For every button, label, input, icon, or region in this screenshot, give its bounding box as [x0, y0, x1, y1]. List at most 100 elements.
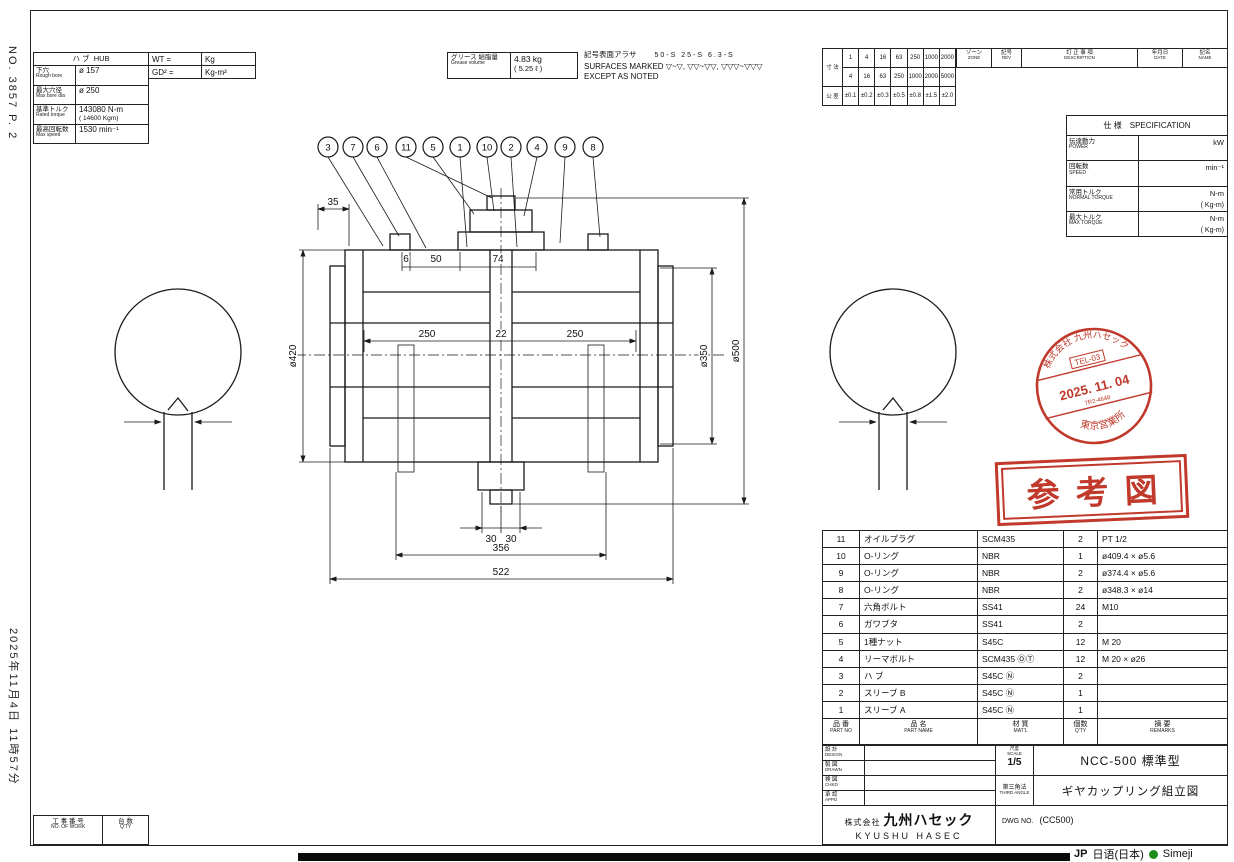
tolerance-cell: 16 — [874, 49, 890, 67]
balloon-4: 4 — [526, 136, 548, 158]
hub-row-value: ø 157 — [79, 66, 100, 75]
parts-row: 7 六角ボルト SS41 24 M10 — [823, 598, 1227, 616]
spec-row-units: kW — [1213, 138, 1224, 147]
coupling-section-view — [329, 195, 674, 505]
balloon-2: 2 — [500, 136, 522, 158]
tolerance-cell: 63 — [890, 49, 906, 67]
company-name: 九州ハセック — [883, 811, 974, 828]
balloon-10: 10 — [476, 136, 498, 158]
surface-note-line2: SURFACES MARKED ▽~▽, ▽▽~▽▽, ▽▽▽~▽▽▽ — [584, 62, 763, 71]
reference-stamp: 参考図 — [994, 453, 1190, 527]
part-qty: 2 — [1063, 582, 1097, 599]
parts-row: 6 ガワブタ SS41 2 — [823, 615, 1227, 633]
hub-row-value: 143080 N-m( 14600 Kgm) — [79, 105, 124, 122]
balloon-3: 3 — [317, 136, 339, 158]
date-stamp: 株式会社 九州ハセック TEL-03 2025. 11. 04 7R2-4648… — [1035, 320, 1153, 445]
balloon-7: 7 — [342, 136, 364, 158]
tolerance-cell: 1 — [848, 55, 853, 61]
part-material: SS41 — [977, 599, 1063, 616]
part-name: スリーブ A — [859, 701, 977, 719]
tolerance-cell: 4 — [848, 74, 853, 80]
balloon-callouts: 3 7 6 11 5 1 10 2 4 9 8 — [317, 136, 604, 249]
tolerance-cell: ±1.5 — [922, 87, 939, 105]
tolerance-cell: 2000 — [922, 68, 939, 86]
part-remarks — [1097, 701, 1227, 719]
svg-text:ø500: ø500 — [731, 339, 742, 362]
part-material: S45C — [977, 633, 1063, 650]
part-qty: 24 — [1063, 599, 1097, 616]
tolerance-cell: 63 — [874, 68, 890, 86]
svg-text:522: 522 — [493, 567, 510, 578]
balloon-11: 11 — [395, 136, 417, 158]
part-qty: 12 — [1063, 650, 1097, 667]
ime-bar[interactable]: JP 日语(日本) Simeji — [1074, 847, 1193, 861]
part-number: 5 — [838, 636, 844, 647]
company-name-en: KYUSHU HASEC — [855, 830, 963, 841]
tolerance-cell: 1000 — [906, 68, 923, 86]
svg-text:3: 3 — [325, 143, 330, 154]
part-number: 3 — [838, 670, 844, 681]
parts-row: 11 オイルプラグ SCM435 2 PT 1/2 — [823, 531, 1227, 548]
part-material: S45C Ⓝ — [977, 684, 1063, 701]
spec-row-units: min⁻¹ — [1205, 163, 1224, 173]
part-material: SCM435 ⓄⓉ — [977, 650, 1063, 667]
parts-row: 5 1種ナット S45C 12 M 20 — [823, 632, 1227, 650]
grease-value: 4.83 kg( 5.25 ℓ ) — [510, 53, 577, 78]
svg-text:30: 30 — [485, 534, 497, 545]
left-end-view — [114, 288, 242, 490]
svg-text:4: 4 — [534, 143, 539, 154]
part-qty: 2 — [1063, 616, 1097, 633]
parts-row: 1 スリーブ A S45C Ⓝ 1 — [823, 700, 1227, 719]
tolerance-cell: 4 — [858, 49, 874, 67]
part-material: NBR — [977, 582, 1063, 599]
svg-text:1: 1 — [457, 143, 462, 154]
part-name: オイルプラグ — [859, 531, 977, 548]
hub-row-value: ø 250 — [79, 85, 100, 95]
parts-table: 11 オイルプラグ SCM435 2 PT 1/2 10 O-リング NBR 1… — [822, 530, 1228, 745]
balloon-6: 6 — [366, 136, 388, 158]
part-remarks: ø374.4 × ø5.6 — [1097, 565, 1227, 582]
margin-doc-number: NO. 3857 P. 2 — [6, 46, 18, 141]
svg-text:8: 8 — [590, 143, 595, 154]
wt-unit: Kg — [201, 53, 255, 65]
signature-space — [865, 791, 995, 805]
ime-app-name[interactable]: Simeji — [1162, 848, 1193, 860]
part-name: 1種ナット — [859, 633, 977, 650]
part-material: SCM435 — [977, 531, 1063, 548]
stamp-branch-arc: 東京営業所 — [1076, 406, 1129, 436]
ime-status-dot — [1148, 849, 1158, 859]
tolerance-cell: ±0.5 — [890, 87, 906, 105]
ime-lang-badge[interactable]: JP — [1074, 848, 1088, 860]
svg-text:356: 356 — [493, 543, 510, 554]
svg-text:9: 9 — [562, 143, 567, 154]
spec-row-units: N-m( Kg-m) — [1200, 213, 1224, 234]
part-name: リーマボルト — [859, 650, 977, 667]
part-qty: 1 — [1063, 548, 1097, 565]
tolerance-table-labels: 寸 法 公 差 — [823, 49, 843, 105]
ime-language-label[interactable]: 日语(日本) — [1092, 849, 1144, 861]
right-end-view — [829, 288, 957, 490]
gd2-unit: Kg-m² — [201, 66, 255, 78]
part-remarks — [1097, 684, 1227, 701]
